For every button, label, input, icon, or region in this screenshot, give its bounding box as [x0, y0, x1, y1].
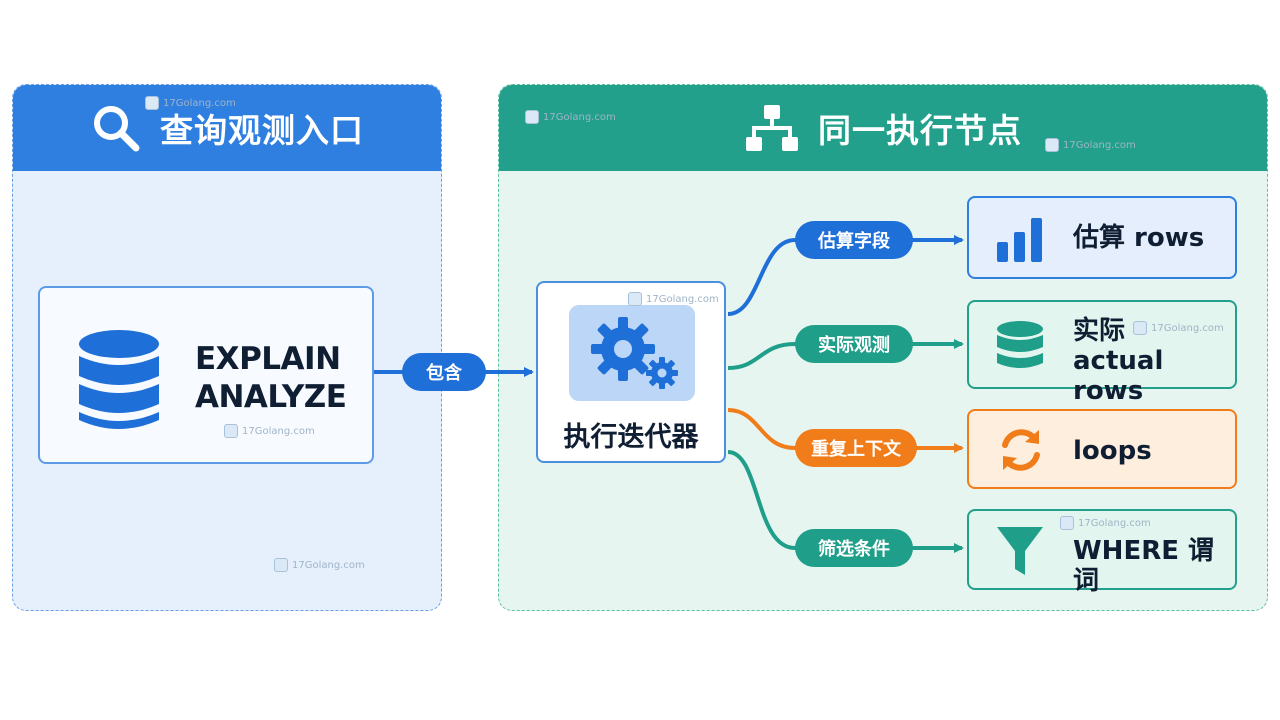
output-label: 实际 actual rows	[1073, 316, 1235, 406]
database-icon	[997, 321, 1043, 368]
output-loops: loops	[967, 409, 1237, 489]
watermark-text: 17Golang.com	[1151, 322, 1224, 334]
watermark-icon	[224, 424, 238, 438]
gears-icon	[591, 317, 678, 389]
watermark-text: 17Golang.com	[1078, 517, 1151, 529]
watermark-icon	[1060, 516, 1074, 530]
branch-edge-actual	[727, 339, 964, 370]
watermark-icon	[628, 292, 642, 306]
watermark: 17Golang.com	[1045, 138, 1136, 152]
explain-line-1: EXPLAIN	[195, 341, 341, 377]
watermark: 17Golang.com	[1060, 516, 1151, 530]
watermark: 17Golang.com	[145, 96, 236, 110]
watermark: 17Golang.com	[628, 292, 719, 306]
explain-analyze-label: EXPLAIN ANALYZE	[195, 340, 347, 416]
iterator-label: 执行迭代器	[563, 422, 699, 453]
watermark: 17Golang.com	[274, 558, 365, 572]
watermark-icon	[525, 110, 539, 124]
execution-iterator-node: 执行迭代器	[536, 281, 726, 463]
contains-label: 包含	[402, 353, 486, 391]
output-estimated-rows: 估算 rows	[967, 196, 1237, 279]
output-label: loops	[1073, 436, 1152, 466]
output-line-1: 实际	[1073, 316, 1126, 346]
output-label: 估算 rows	[1073, 223, 1205, 253]
edge-label-filter: 筛选条件	[795, 529, 913, 567]
database-icon	[79, 330, 159, 429]
filter-icon	[997, 527, 1043, 575]
watermark: 17Golang.com	[1133, 321, 1224, 335]
refresh-icon	[1002, 429, 1040, 471]
edge-label-actual: 实际观测	[795, 325, 913, 363]
output-actual-rows: 实际 actual rows	[967, 300, 1237, 406]
watermark-text: 17Golang.com	[1063, 139, 1136, 151]
watermark-icon	[1133, 321, 1147, 335]
watermark-text: 17Golang.com	[646, 293, 719, 305]
panel-title: 同一执行节点	[818, 111, 1022, 150]
output-line-2: actual rows	[1073, 346, 1164, 406]
gear-box	[569, 305, 695, 401]
watermark-icon	[1045, 138, 1059, 152]
watermark-text: 17Golang.com	[242, 425, 315, 437]
branch-edge-estimate	[727, 235, 964, 316]
panel-header: 查询观测入口	[13, 85, 441, 171]
branch-edge-loops	[727, 408, 964, 453]
watermark-text: 17Golang.com	[163, 97, 236, 109]
panel-header: 同一执行节点	[499, 85, 1267, 171]
watermark-icon	[274, 558, 288, 572]
output-label: WHERE 谓词	[1073, 536, 1215, 596]
branch-edge-filter	[727, 450, 964, 553]
watermark: 17Golang.com	[525, 110, 616, 124]
explain-analyze-node: EXPLAIN ANALYZE	[38, 286, 374, 464]
watermark: 17Golang.com	[224, 424, 315, 438]
explain-line-2: ANALYZE	[195, 379, 347, 415]
bar-chart-icon	[997, 218, 1042, 262]
panel-title: 查询观测入口	[160, 111, 364, 150]
watermark-text: 17Golang.com	[292, 559, 365, 571]
watermark-icon	[145, 96, 159, 110]
edge-label-estimate: 估算字段	[795, 221, 913, 259]
hierarchy-icon	[746, 105, 798, 151]
output-where-predicate: WHERE 谓词	[967, 509, 1237, 596]
watermark-text: 17Golang.com	[543, 111, 616, 123]
edge-label-loops: 重复上下文	[795, 429, 917, 467]
search-icon	[94, 106, 140, 152]
